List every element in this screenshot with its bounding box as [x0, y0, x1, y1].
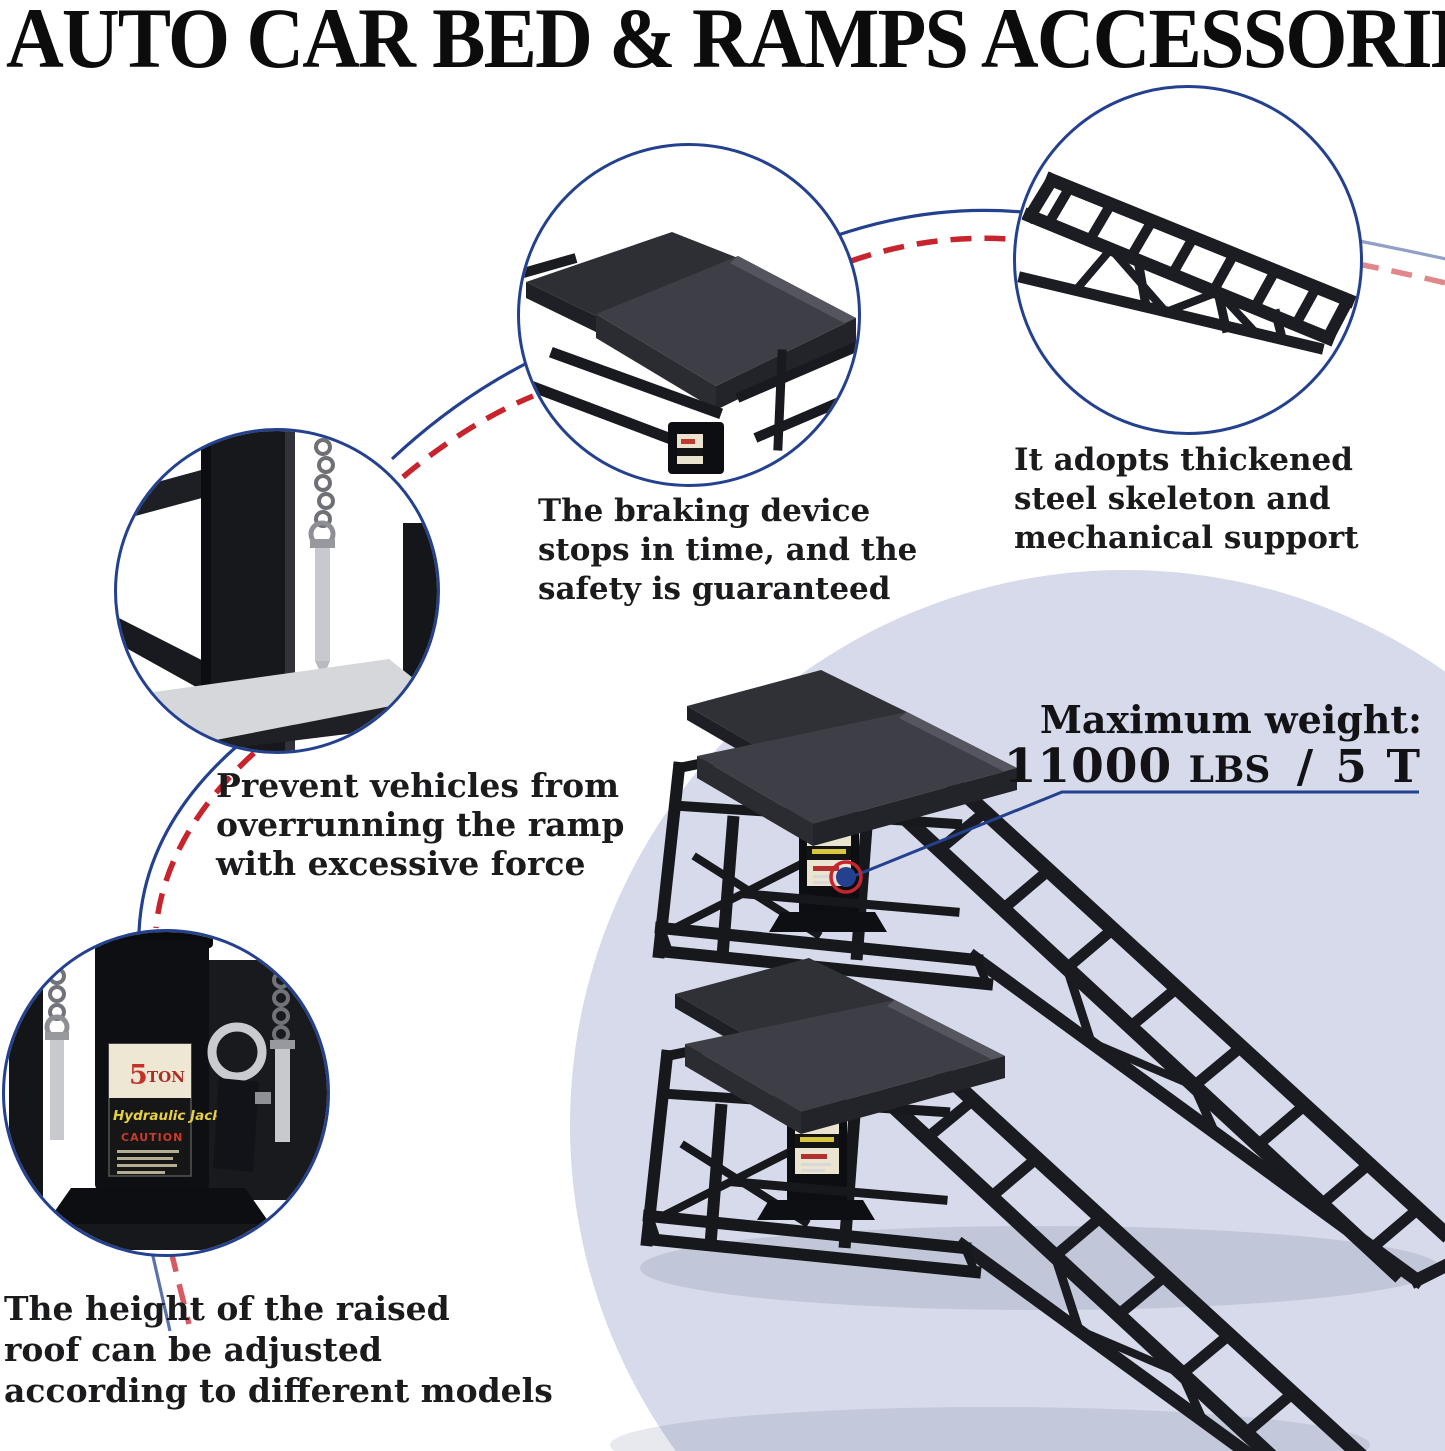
note-line: It adopts thickened	[1014, 442, 1353, 478]
safety-pin-icon	[50, 1036, 64, 1140]
page-title: AUTO CAR BED & RAMPS ACCESSORIES	[6, 0, 1445, 86]
max-weight-value: 11000	[1003, 739, 1173, 794]
leader-dot-ring	[829, 860, 863, 894]
note-line: The braking device	[538, 493, 871, 529]
callout-circle-braking-tray	[517, 143, 861, 487]
max-weight-separator: /	[1296, 740, 1314, 793]
callout-circle-stop-post	[114, 428, 440, 754]
jack-label: 5 TON Hydraulic Jack CAUTION	[108, 1043, 222, 1177]
note-line: according to different models	[4, 1371, 553, 1410]
jack-caution-label: CAUTION	[121, 1131, 183, 1144]
blue-connector-lines	[137, 208, 1445, 1332]
jack-capacity-number: 5	[129, 1060, 148, 1091]
callout-circle-hydraulic-jack: 5 TON Hydraulic Jack CAUTION	[2, 929, 330, 1257]
note-line: Prevent vehicles from	[216, 766, 619, 805]
note-line: mechanical support	[1014, 520, 1359, 556]
braking-tray-illustration	[520, 232, 858, 474]
red-dashed-connector-lines	[153, 235, 1445, 1325]
note-line: overrunning the ramp	[216, 805, 625, 844]
jack-capacity-unit: TON	[147, 1068, 185, 1086]
chain-icon	[314, 438, 335, 528]
max-weight-block: Maximum weight: 11000 LBS / 5 T	[960, 698, 1422, 795]
max-weight-unit: LBS	[1188, 749, 1271, 791]
note-line: The height of the raised	[4, 1289, 450, 1328]
callout-circle-steel-skeleton	[1013, 85, 1363, 435]
safety-pin-icon	[315, 543, 330, 661]
leader-dot	[836, 867, 856, 887]
note-line: steel skeleton and	[1014, 481, 1331, 517]
note-braking-device: The braking device stops in time, and th…	[538, 492, 917, 609]
max-weight-leader-line	[848, 790, 1419, 880]
note-line: with excessive force	[216, 844, 586, 883]
max-weight-tons: 5 T	[1335, 740, 1422, 793]
note-prevent-overrun: Prevent vehicles from overrunning the ra…	[216, 766, 625, 883]
ramp-shadow	[610, 1407, 1370, 1451]
stop-post-illustration	[117, 431, 437, 751]
handle-socket-icon	[207, 1022, 267, 1082]
note-steel-skeleton: It adopts thickened steel skeleton and m…	[1014, 441, 1359, 558]
note-adjustable-height: The height of the raised roof can be adj…	[4, 1288, 553, 1411]
note-line: stops in time, and the	[538, 532, 918, 568]
max-weight-label: Maximum weight:	[1039, 697, 1422, 742]
jack-name-label: Hydraulic Jack	[113, 1108, 222, 1124]
steel-skeleton-illustration	[1017, 171, 1357, 355]
max-weight-value-row: 11000 LBS / 5 T	[960, 742, 1422, 795]
hydraulic-jack-illustration: 5 TON Hydraulic Jack CAUTION	[7, 932, 327, 1254]
note-line: safety is guaranteed	[538, 571, 891, 607]
note-line: roof can be adjusted	[4, 1330, 382, 1369]
